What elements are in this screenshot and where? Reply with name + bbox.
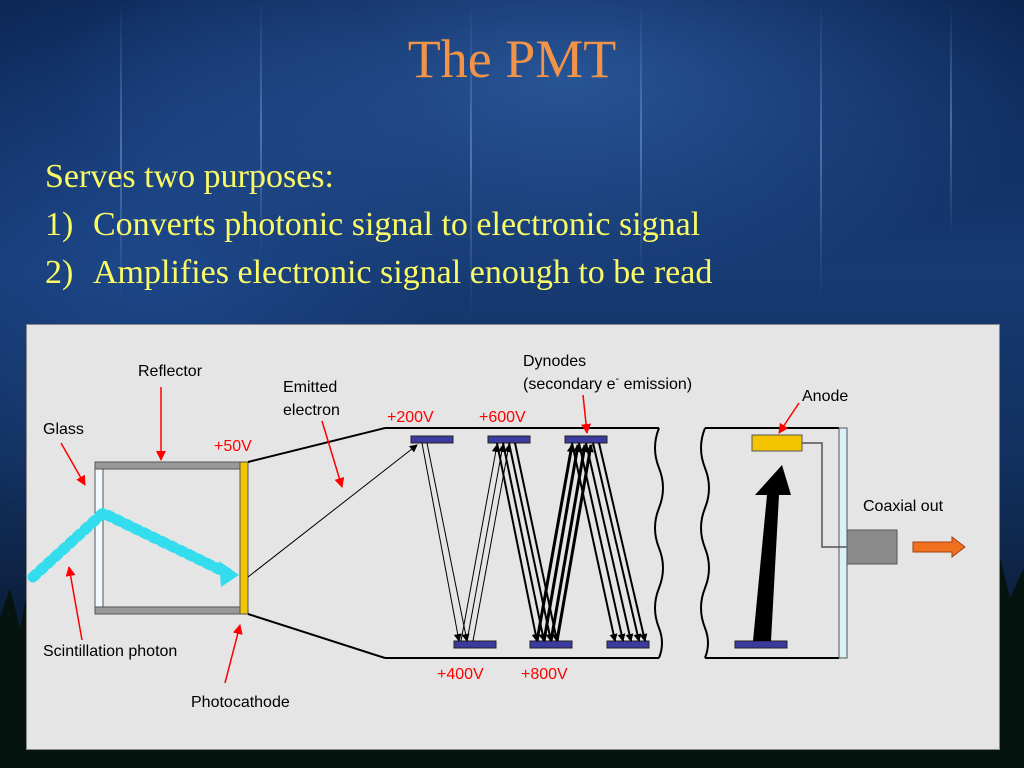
pmt-diagram-svg: Reflector Glass Emitted electron Dynodes…	[27, 353, 966, 711]
point-1: 1) Converts photonic signal to electronic…	[45, 206, 700, 244]
reflector-top	[94, 461, 242, 470]
output-arrow	[912, 535, 966, 559]
tube-break-right	[700, 427, 710, 659]
scintillation-photon-path	[27, 506, 233, 583]
label-anode: Anode	[802, 388, 848, 405]
voltage-200: +200V	[387, 409, 434, 426]
label-coaxial: Coaxial out	[863, 498, 944, 515]
dynodes-pointer	[581, 394, 592, 434]
label-emitted-2: electron	[283, 402, 340, 419]
photon-arrowhead	[219, 561, 239, 587]
photocathode	[239, 461, 249, 615]
glass-pointer	[60, 442, 86, 486]
emitted-electron-path	[247, 444, 418, 578]
voltage-400: +400V	[437, 666, 484, 683]
voltage-800: +800V	[521, 666, 568, 683]
photocathode-pointer	[224, 624, 243, 684]
anode-lead	[802, 442, 847, 548]
electron-cascade-1	[421, 442, 512, 642]
label-dynodes-2: (secondary e- emission)	[523, 373, 692, 393]
glass-window	[94, 468, 104, 608]
point-1-text: Converts photonic signal to electronic s…	[93, 206, 701, 243]
anode	[751, 434, 803, 452]
dynode-2	[453, 640, 497, 649]
slide-title: The PMT	[407, 29, 617, 89]
label-glass: Glass	[43, 421, 84, 438]
amplified-signal-arrow	[753, 465, 791, 641]
electron-cascade-4	[571, 442, 648, 642]
label-reflector: Reflector	[138, 363, 203, 380]
coaxial-connector	[846, 529, 898, 565]
reflector-bottom	[94, 606, 242, 615]
tube-end-window	[838, 427, 848, 659]
anode-pointer	[778, 402, 800, 434]
tube-break-left	[654, 427, 664, 659]
label-dynodes-1: Dynodes	[523, 353, 586, 370]
pmt-diagram: Reflector Glass Emitted electron Dynodes…	[26, 324, 1000, 750]
emitted-electron-pointer	[321, 420, 345, 488]
tube-flare-top	[247, 427, 386, 463]
dynode-6	[606, 640, 650, 649]
dynode-4	[529, 640, 573, 649]
point-2-text: Amplifies electronic signal enough to be…	[93, 254, 713, 291]
anode-dynode	[734, 640, 788, 649]
scintillation-pointer	[65, 566, 83, 641]
dynode-1	[410, 435, 454, 444]
point-2-number: 2)	[45, 254, 74, 291]
point-1-number: 1)	[45, 206, 74, 243]
tube-flare-bottom	[247, 613, 386, 659]
voltage-600: +600V	[479, 409, 526, 426]
dynode-5	[564, 435, 608, 444]
label-photocathode: Photocathode	[191, 694, 290, 711]
dynode-3	[487, 435, 531, 444]
label-emitted-1: Emitted	[283, 379, 337, 396]
label-scintillation: Scintillation photon	[43, 643, 177, 660]
voltage-50: +50V	[214, 438, 252, 455]
intro-text: Serves two purposes:	[45, 158, 334, 195]
point-2: 2) Amplifies electronic signal enough to …	[45, 254, 712, 292]
